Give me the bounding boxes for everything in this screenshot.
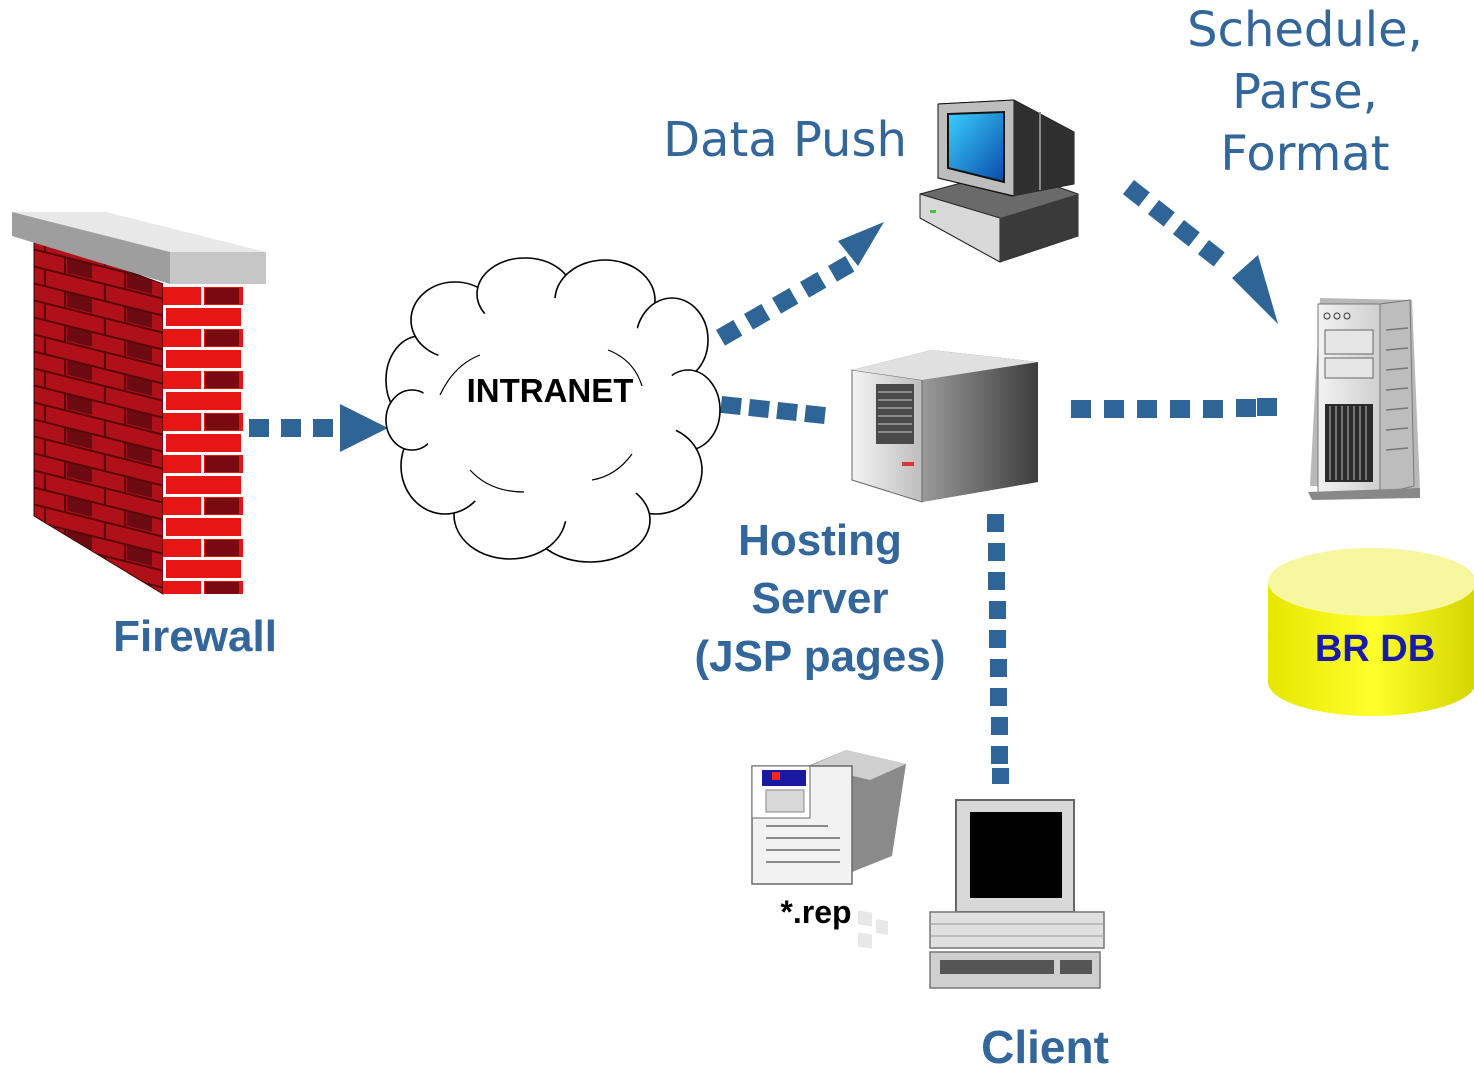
report-document-icon bbox=[751, 750, 906, 949]
workstation-to-backend-connector bbox=[1122, 180, 1278, 324]
schedule-line: Schedule, bbox=[1187, 2, 1423, 58]
arrowhead-icon bbox=[340, 404, 388, 452]
hosting-to-client-connector bbox=[987, 514, 1009, 784]
intranet-to-data-push-connector bbox=[716, 222, 884, 346]
terminal-computer-icon bbox=[929, 799, 1105, 989]
brick-wall-icon bbox=[12, 212, 266, 595]
intranet-to-hosting-connector bbox=[720, 396, 826, 424]
cloud-icon bbox=[385, 257, 721, 563]
parse-line: Parse, bbox=[1232, 64, 1378, 120]
desktop-computer-icon bbox=[919, 99, 1079, 263]
format-line: Format bbox=[1220, 126, 1390, 182]
br-db-label: BR DB bbox=[1314, 628, 1436, 670]
tower-server-icon bbox=[1308, 298, 1420, 500]
rep-file-label: *.rep bbox=[780, 894, 852, 930]
server-line: Server bbox=[751, 574, 889, 623]
client-label: Client bbox=[981, 1021, 1109, 1073]
jsp-pages-line: (JSP pages) bbox=[694, 632, 946, 681]
database-cylinder-icon bbox=[1268, 548, 1474, 716]
data-push-label: Data Push bbox=[663, 112, 907, 168]
intranet-label: INTRANET bbox=[466, 372, 634, 409]
hosting-to-backend-connector bbox=[1071, 398, 1277, 418]
arrowhead-icon bbox=[1232, 255, 1278, 324]
hosting-line: Hosting bbox=[738, 516, 902, 565]
firewall-label: Firewall bbox=[113, 612, 277, 661]
tower-server-icon bbox=[851, 350, 1038, 503]
firewall-to-intranet-connector bbox=[249, 404, 388, 452]
arrowhead-icon bbox=[838, 222, 884, 266]
